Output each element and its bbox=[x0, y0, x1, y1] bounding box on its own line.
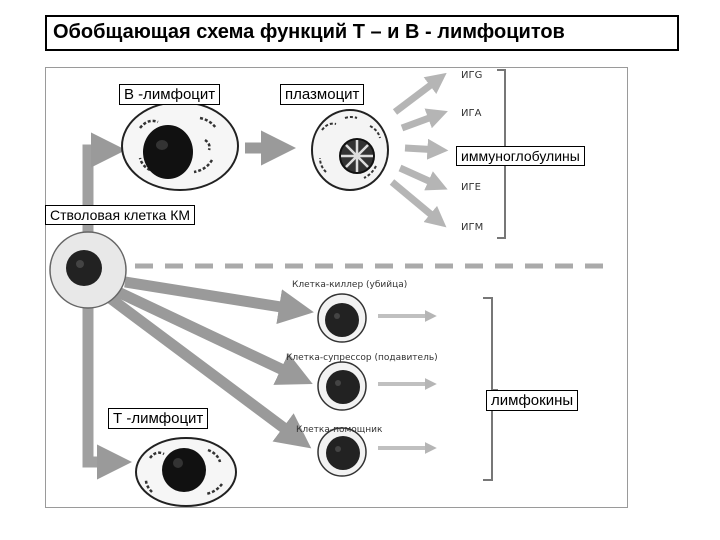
b-lymphocyte-label: В -лимфоцит bbox=[119, 84, 221, 105]
arrow-stem-to-t bbox=[82, 292, 133, 480]
stem-cell-label: Стволовая клетка КМ bbox=[45, 205, 196, 225]
ig-class-label: ИГG bbox=[461, 70, 483, 81]
stem-cell bbox=[49, 231, 127, 309]
killer-cell-label: Клетка-киллер (убийца) bbox=[292, 280, 408, 290]
suppressor-cell-label: Клетка-супрессор (подавитель) bbox=[286, 353, 438, 363]
arrow-to-ige bbox=[398, 164, 448, 191]
diagram-frame bbox=[45, 67, 628, 508]
title-box: Обобщающая схема функций Т – и В - лимфо… bbox=[45, 15, 679, 51]
helper-cell bbox=[317, 427, 367, 477]
arrow-stem-to-killer bbox=[124, 276, 314, 325]
arrow-stem-to-suppressor bbox=[115, 287, 313, 385]
arrow-to-igg bbox=[392, 72, 447, 115]
killer-cell bbox=[317, 293, 367, 343]
page-title: Обобщающая схема функций Т – и В - лимфо… bbox=[53, 21, 565, 43]
b-lymphocyte-cell bbox=[121, 101, 239, 191]
suppressor-cell bbox=[317, 361, 367, 411]
t-lymphocyte-label: Т -лимфоцит bbox=[108, 408, 209, 429]
helper-cell-label: Клетка-помощник bbox=[296, 425, 383, 435]
arrow-to-igd bbox=[404, 138, 449, 160]
t-lymphocyte-cell bbox=[135, 437, 237, 507]
plasmocyte-label: плазмоцит bbox=[280, 84, 365, 105]
bracket-lymphokines bbox=[483, 297, 498, 481]
arrow-to-iga bbox=[400, 108, 448, 132]
arrow-to-igm bbox=[389, 179, 447, 228]
immunoglobulins-label: иммуноглобулины bbox=[456, 146, 585, 166]
plasmocyte-cell bbox=[311, 109, 389, 191]
ig-class-label: ИГЕ bbox=[461, 182, 481, 193]
lymphokines-label: лимфокины bbox=[486, 390, 579, 411]
ig-class-label: ИГМ bbox=[461, 222, 484, 233]
arrow-stem-to-helper bbox=[106, 293, 312, 449]
ig-class-label: ИГА bbox=[461, 108, 482, 119]
